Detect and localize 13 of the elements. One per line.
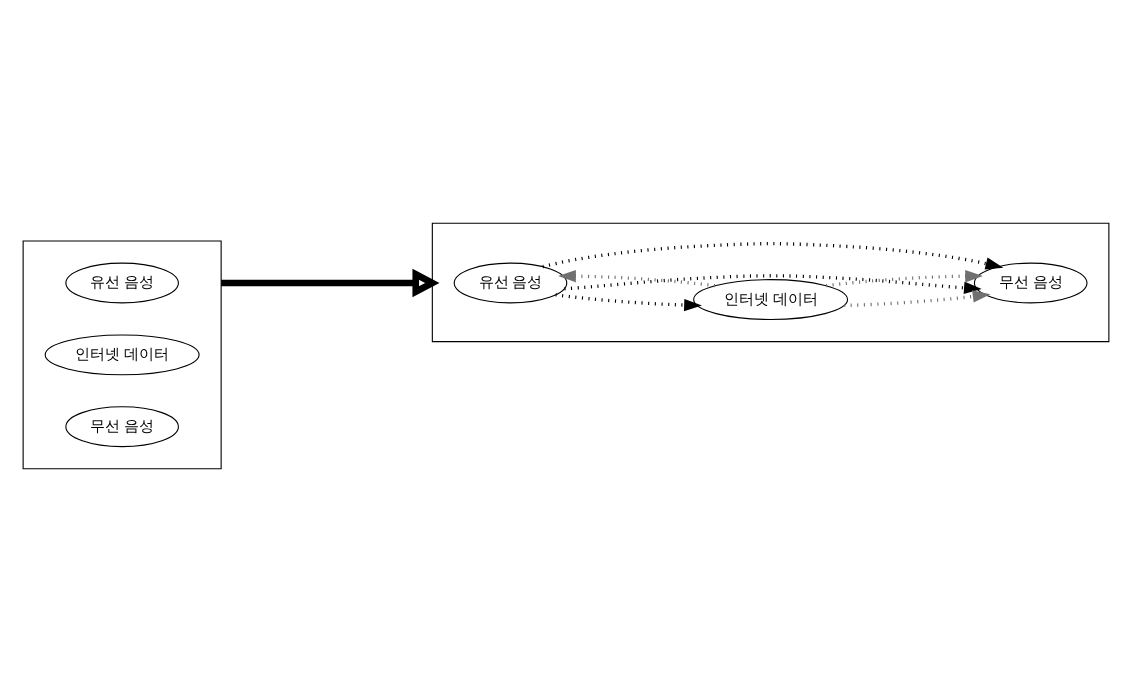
node-ellipse: 인터넷 데이터 bbox=[693, 278, 849, 320]
node-ellipse: 유선 음성 bbox=[453, 262, 568, 303]
node-ellipse: 인터넷 데이터 bbox=[44, 333, 200, 375]
arrow bbox=[825, 269, 983, 287]
arrow bbox=[558, 269, 716, 287]
arrow bbox=[844, 289, 991, 307]
arrow bbox=[542, 241, 1004, 270]
node-ellipse: 유선 음성 bbox=[65, 262, 179, 303]
node-ellipse: 무선 음성 bbox=[65, 405, 179, 447]
arrow bbox=[564, 273, 982, 294]
cluster bbox=[431, 222, 1110, 342]
arrow bbox=[555, 292, 702, 311]
cluster bbox=[22, 239, 222, 469]
